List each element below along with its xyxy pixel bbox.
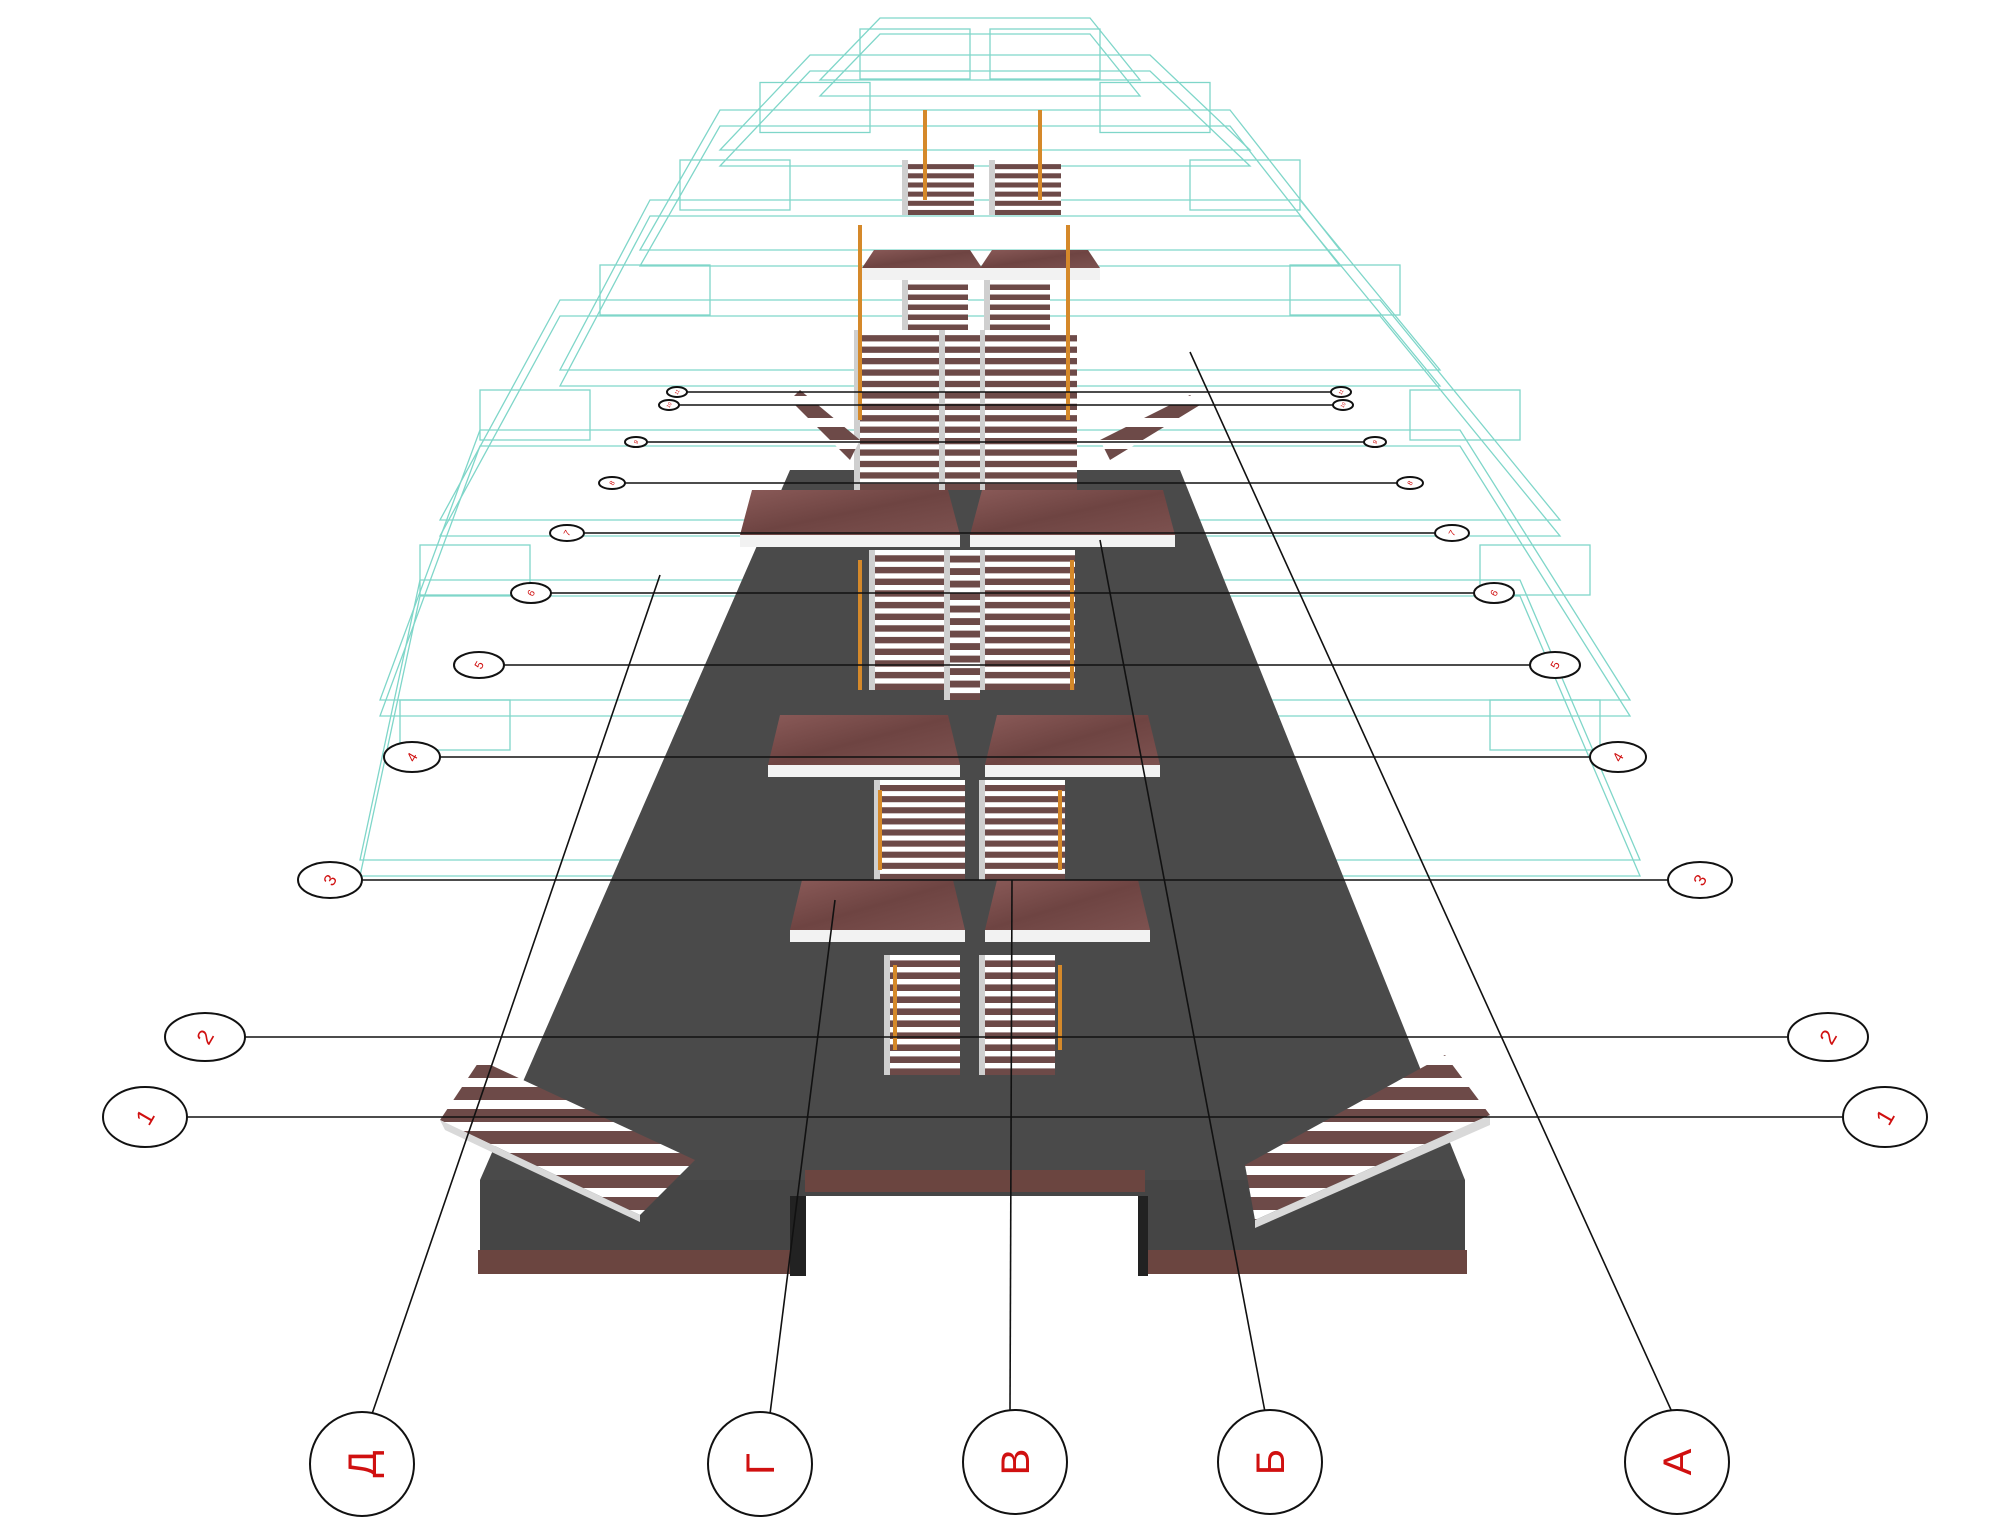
stair-flight [979,550,1075,690]
stair-flight [874,780,965,880]
axis-bubble-left: 4 [383,741,441,773]
stair-flight [902,280,968,330]
axis-bubble-left: 5 [453,651,505,679]
axis-label: 10 [1340,401,1348,409]
grid-axis-Г: Г [707,899,836,1517]
stair-flight [979,330,1077,490]
axis-bubble-right: 7 [1434,524,1470,542]
stair-landing [980,250,1100,280]
grid-axis-А: А [1189,351,1730,1515]
grid-axis-Д: Д [309,574,661,1517]
stair-flight [939,330,980,490]
axis-bubble: Г [707,1411,813,1517]
stair-flight [944,550,980,700]
axis-label: 7 [1447,528,1458,537]
side-flight-left [790,390,860,460]
axis-bubble-left: 7 [549,524,585,542]
axis-label: 7 [562,528,573,537]
stair-landing [985,715,1160,777]
grid-axis-10: 10 10 [658,399,1354,411]
axis-bubble-right: 3 [1667,861,1733,899]
stair-landing [862,250,982,280]
axis-label: Г [739,1453,783,1475]
stair-flight [902,160,974,215]
axis-label: 6 [526,588,539,599]
axis-bubble-left: 8 [598,476,626,490]
stair-flight [979,955,1055,1075]
axis-bubble-right: 4 [1589,741,1647,773]
entrance-stair-right [1245,1055,1490,1228]
wireframe-floors [359,17,1641,877]
axis-label: 8 [609,480,617,487]
stair-landing [970,490,1175,547]
side-flight-right [1100,395,1200,460]
stair-landing [740,490,960,547]
wireframe-floor [718,54,1252,167]
axis-bubble-right: 5 [1529,651,1581,679]
entrance-stair-left [440,1060,695,1222]
stair-landing [985,880,1150,942]
wireframe-floor [558,199,1442,387]
axis-label: 9 [634,439,641,445]
axis-bubble-right: 1 [1842,1086,1928,1148]
axis-bubble-left: 1 [102,1086,188,1148]
axis-label: 6 [1489,588,1502,599]
axis-label: 10 [666,401,674,409]
axis-bubble-left: 6 [510,582,552,604]
axis-bubble-right: 9 [1363,436,1387,448]
axis-bubble-right: 2 [1787,1012,1869,1062]
axis-bubble: Б [1217,1409,1323,1515]
ground-slab [478,470,1467,1276]
axis-label: 11 [674,388,682,396]
axis-bubble-left: 9 [624,436,648,448]
axis-bubble: В [962,1409,1068,1515]
axis-label: 11 [1338,388,1346,396]
stair-landing [790,880,965,942]
axis-bubble: Д [309,1411,415,1517]
stair-flight [984,280,1050,330]
axis-label: Д [341,1450,385,1477]
axis-label: 8 [1407,480,1415,487]
axis-label: Б [1249,1449,1293,1475]
stair-landing [768,715,960,777]
stair-flight [979,780,1065,880]
wireframe-floor [638,109,1342,267]
grid-axis-Б: Б [1099,539,1323,1515]
wireframe-floor [818,17,1142,97]
grid-axis-В: В [962,879,1068,1515]
axis-bubble-left: 10 [658,399,680,411]
axis-label: 9 [1373,439,1380,445]
axis-bubble-right: 8 [1396,476,1424,490]
grid-axis-11: 11 11 [666,386,1352,398]
axis-label: В [994,1449,1038,1476]
axis-bubble-right: 6 [1473,582,1515,604]
axis-label: А [1656,1448,1700,1475]
axis-bubble-right: 11 [1330,386,1352,398]
axis-bubble: А [1624,1409,1730,1515]
axis-bubble-left: 3 [297,861,363,899]
stair-flight [989,160,1061,215]
axis-bubble-left: 2 [164,1012,246,1062]
stair-flight [884,955,960,1075]
central-stairs [740,110,1200,1075]
stair-flight [854,330,952,490]
axis-bubble-left: 11 [666,386,688,398]
axis-bubble-right: 10 [1332,399,1354,411]
